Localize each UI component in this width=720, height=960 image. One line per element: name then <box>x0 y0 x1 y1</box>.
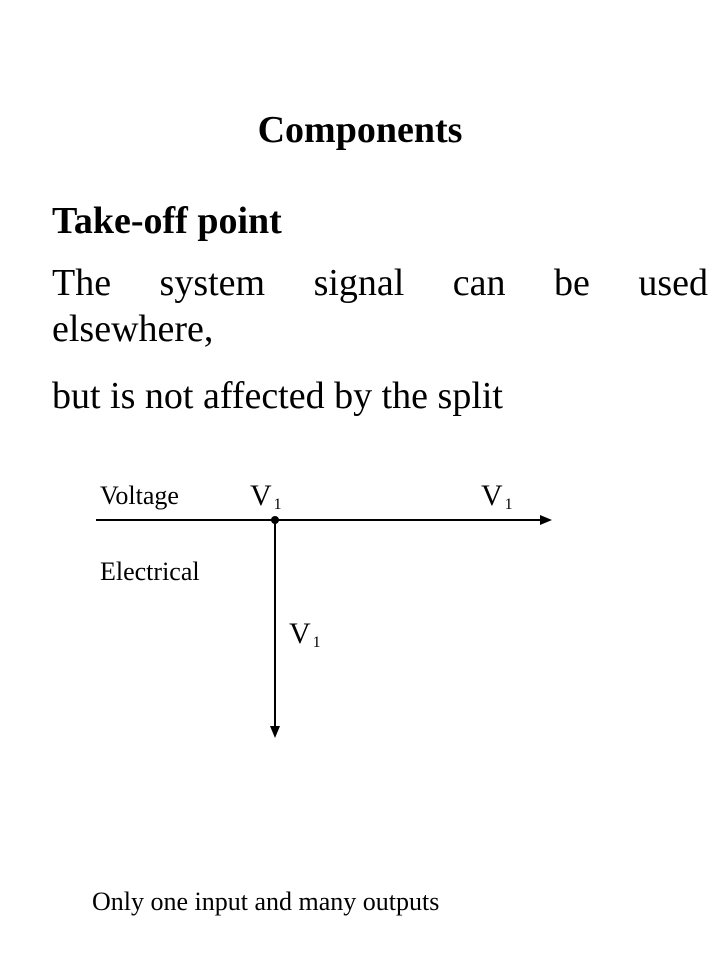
body-line-1: The system signal can be used <box>52 262 708 304</box>
signal-subscript: 1 <box>504 496 513 513</box>
voltage-label: Voltage <box>100 481 179 510</box>
signal-symbol: V <box>289 617 311 650</box>
signal-subscript: 1 <box>273 496 282 513</box>
signal-symbol: V <box>250 479 272 512</box>
body-line-2: elsewhere, <box>52 308 214 350</box>
output-arrowhead-down <box>270 726 280 738</box>
body-line-3: but is not affected by the split <box>52 375 503 417</box>
caption: Only one input and many outputs <box>92 887 440 916</box>
takeoff-point-dot <box>271 516 279 524</box>
signal-subscript: 1 <box>312 634 321 651</box>
output-arrowhead-right <box>540 515 552 525</box>
slide-title: Components <box>257 109 463 151</box>
electrical-label: Electrical <box>100 557 200 586</box>
subheading: Take-off point <box>52 200 282 242</box>
signal-symbol: V <box>481 479 503 512</box>
